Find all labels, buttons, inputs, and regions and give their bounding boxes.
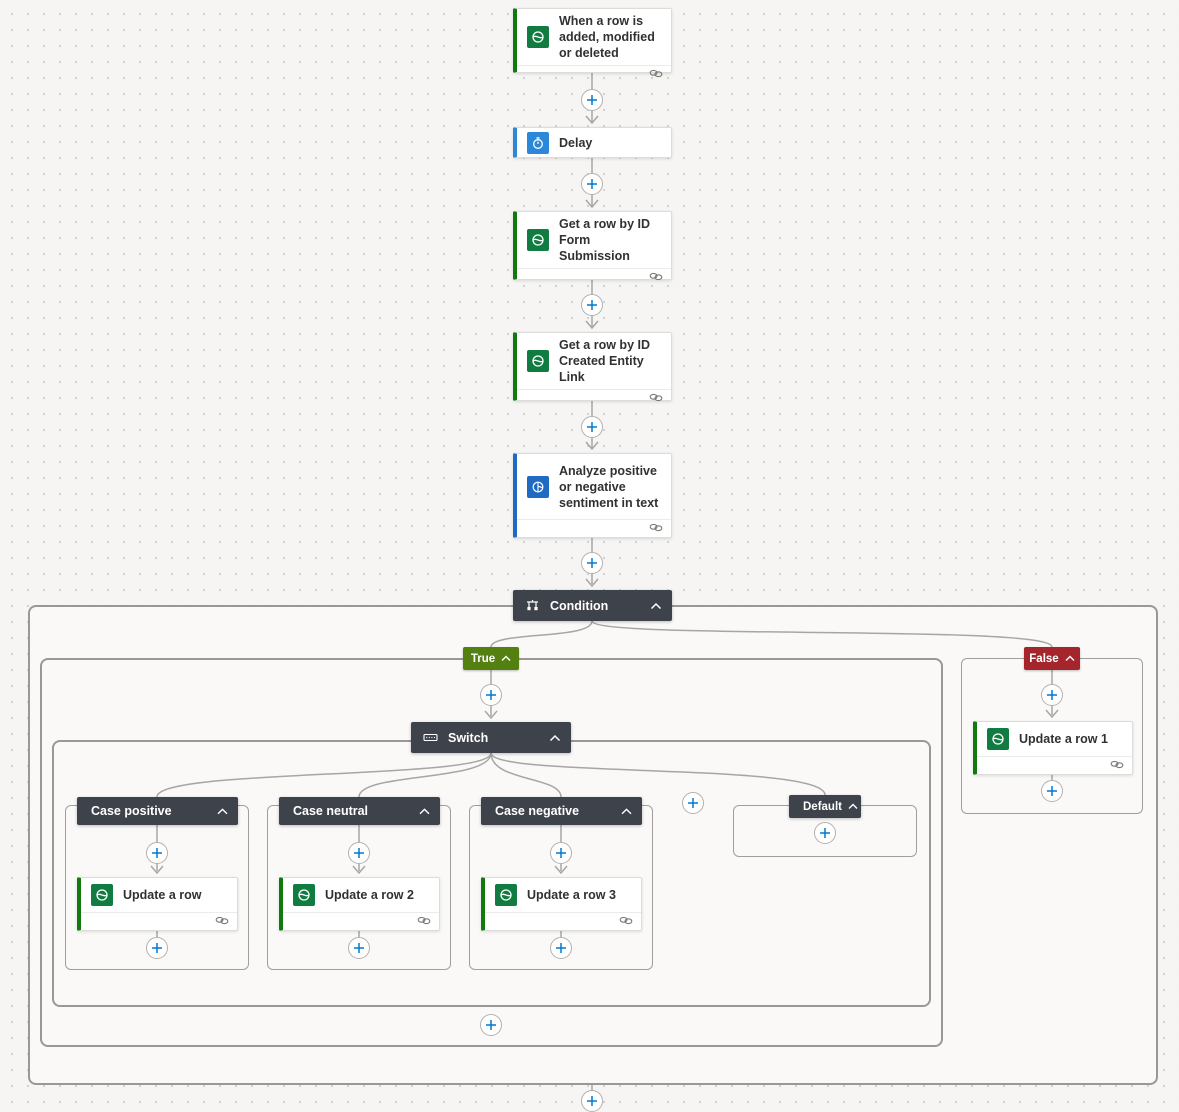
switch-header[interactable]: Switch xyxy=(411,722,571,753)
dataverse-icon xyxy=(293,884,315,906)
chevron-up-icon[interactable] xyxy=(1065,653,1075,665)
sentiment-title: Analyze positive or negative sentiment i… xyxy=(559,463,659,510)
insert-step-button[interactable] xyxy=(581,173,603,195)
link-icon xyxy=(649,269,663,287)
true-branch-badge[interactable]: True xyxy=(463,647,519,670)
update-a-row-title: Update a row xyxy=(123,888,202,902)
condition-header[interactable]: Condition xyxy=(513,590,672,621)
case-negative-header[interactable]: Case negative xyxy=(481,797,642,825)
insert-step-button[interactable] xyxy=(146,842,168,864)
trigger-card[interactable]: When a row is added, modified or deleted xyxy=(513,8,672,77)
insert-step-button[interactable] xyxy=(581,294,603,316)
update-a-row-1-card[interactable]: Update a row 1 xyxy=(973,721,1133,775)
insert-step-button[interactable] xyxy=(348,937,370,959)
link-icon xyxy=(649,66,663,84)
insert-step-button[interactable] xyxy=(581,89,603,111)
insert-step-button[interactable] xyxy=(348,842,370,864)
update-a-row-2-card[interactable]: Update a row 2 xyxy=(279,877,440,931)
update-a-row-2-title: Update a row 2 xyxy=(325,888,414,902)
condition-title: Condition xyxy=(550,598,609,613)
update-a-row-3-title: Update a row 3 xyxy=(527,888,616,902)
get-row-form-card[interactable]: Get a row by ID Form Submission xyxy=(513,211,672,280)
case-neutral-header[interactable]: Case neutral xyxy=(279,797,440,825)
link-icon xyxy=(619,913,633,931)
link-icon xyxy=(649,520,663,538)
case-neutral-title: Case neutral xyxy=(293,804,369,818)
condition-icon xyxy=(525,599,540,612)
link-icon xyxy=(1110,757,1124,775)
update-a-row-3-card[interactable]: Update a row 3 xyxy=(481,877,642,931)
case-negative-title: Case negative xyxy=(495,804,580,818)
get-row-link-card[interactable]: Get a row by ID Created Entity Link xyxy=(513,332,672,401)
insert-step-button[interactable] xyxy=(550,937,572,959)
update-a-row-card[interactable]: Update a row xyxy=(77,877,238,931)
chevron-up-icon[interactable] xyxy=(419,807,430,815)
true-label: True xyxy=(470,652,496,665)
case-positive-title: Case positive xyxy=(91,804,172,818)
link-icon xyxy=(417,913,431,931)
dataverse-icon xyxy=(91,884,113,906)
dataverse-icon xyxy=(987,728,1009,750)
ai-builder-icon xyxy=(527,475,549,498)
insert-step-button[interactable] xyxy=(550,842,572,864)
clock-icon xyxy=(527,132,549,154)
dataverse-icon xyxy=(495,884,517,906)
sentiment-card[interactable]: Analyze positive or negative sentiment i… xyxy=(513,453,672,538)
false-branch-badge[interactable]: False xyxy=(1024,647,1080,670)
insert-step-button[interactable] xyxy=(480,1014,502,1036)
delay-card[interactable]: Delay xyxy=(513,127,672,158)
insert-step-button[interactable] xyxy=(480,684,502,706)
insert-step-button[interactable] xyxy=(1041,684,1063,706)
dataverse-icon xyxy=(527,350,549,372)
delay-title: Delay xyxy=(559,136,593,150)
dataverse-icon xyxy=(527,229,549,251)
insert-step-button[interactable] xyxy=(1041,780,1063,802)
dataverse-icon xyxy=(527,26,549,48)
default-case-title: Default xyxy=(803,800,842,813)
case-positive-header[interactable]: Case positive xyxy=(77,797,238,825)
false-label: False xyxy=(1029,652,1059,665)
chevron-up-icon[interactable] xyxy=(549,734,561,742)
insert-step-button[interactable] xyxy=(581,552,603,574)
get-row-form-title: Get a row by ID Form Submission xyxy=(559,217,650,263)
trigger-title: When a row is added, modified or deleted xyxy=(559,14,655,60)
insert-step-button[interactable] xyxy=(581,1090,603,1112)
link-icon xyxy=(649,390,663,408)
chevron-up-icon[interactable] xyxy=(217,807,228,815)
insert-step-button[interactable] xyxy=(581,416,603,438)
chevron-up-icon[interactable] xyxy=(501,653,511,665)
switch-title: Switch xyxy=(448,730,489,745)
insert-step-button[interactable] xyxy=(146,937,168,959)
get-row-link-title: Get a row by ID Created Entity Link xyxy=(559,338,650,384)
link-icon xyxy=(215,913,229,931)
insert-step-button[interactable] xyxy=(814,822,836,844)
switch-icon xyxy=(423,733,438,742)
update-a-row-1-title: Update a row 1 xyxy=(1019,732,1108,746)
add-case-button[interactable] xyxy=(682,792,704,814)
chevron-up-icon[interactable] xyxy=(650,602,662,610)
chevron-up-icon[interactable] xyxy=(848,803,858,810)
chevron-up-icon[interactable] xyxy=(621,807,632,815)
default-case-header[interactable]: Default xyxy=(789,795,861,818)
